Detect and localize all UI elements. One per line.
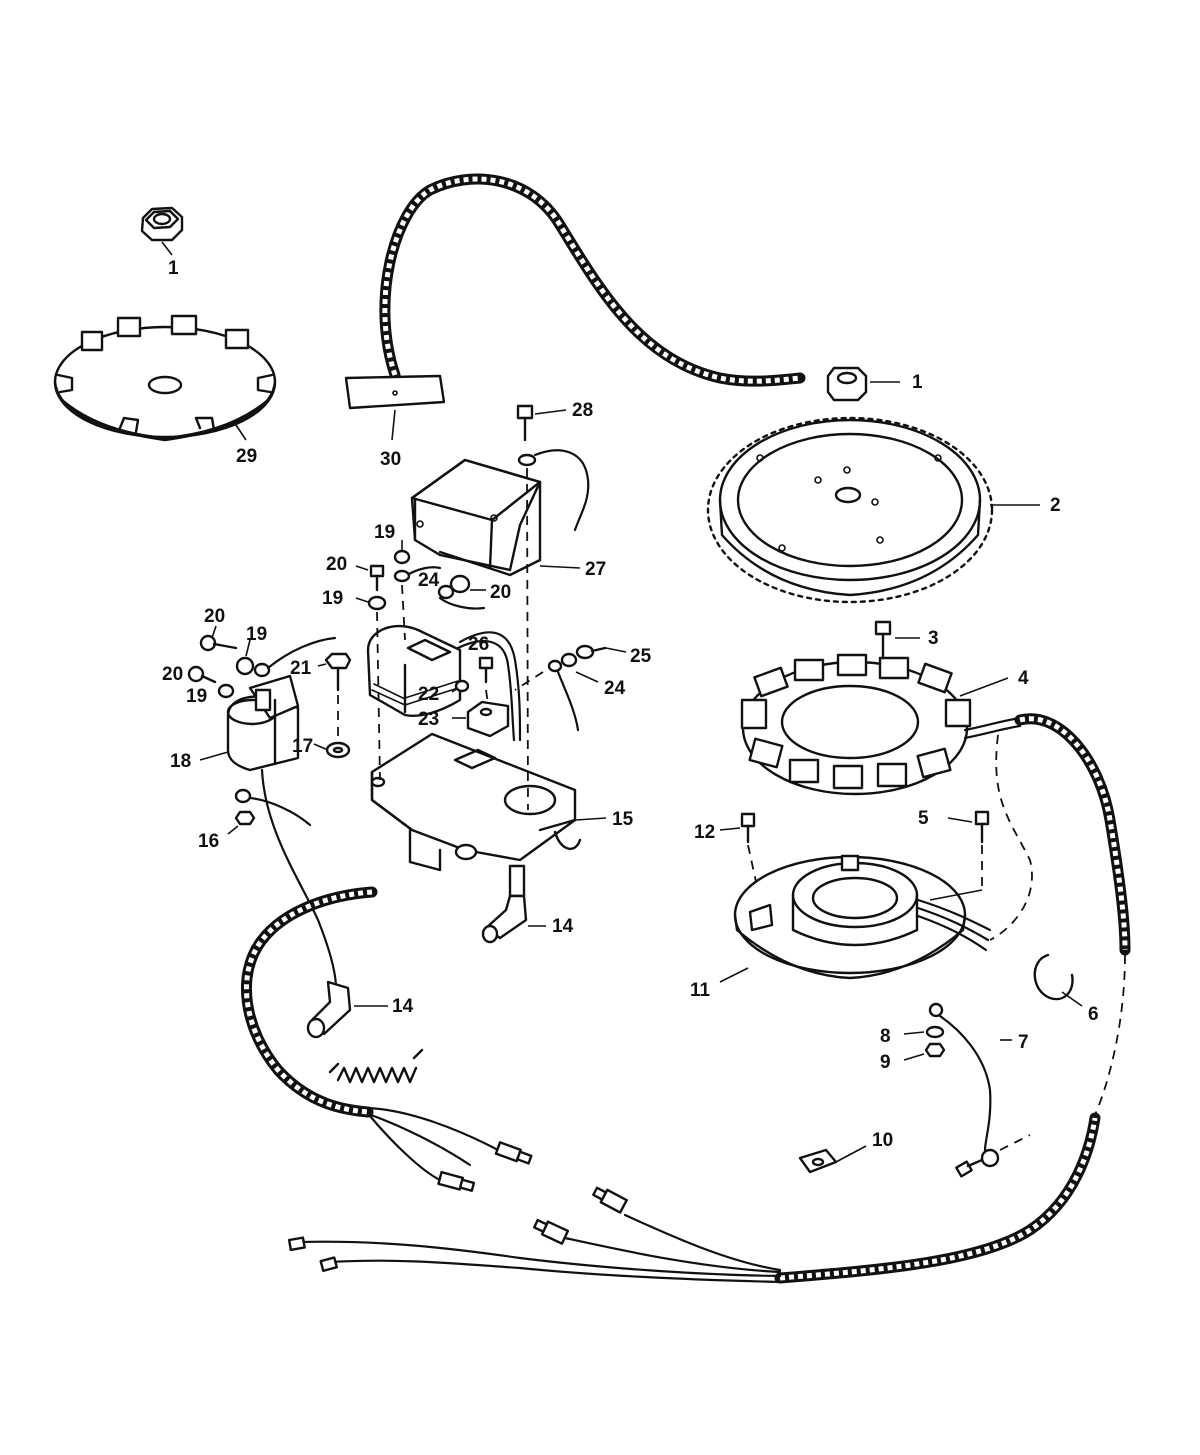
part-retaining-ring xyxy=(1033,953,1074,1001)
part-nut-16 xyxy=(234,788,312,827)
harness-top-loop xyxy=(379,173,806,387)
part-screw-25 xyxy=(575,644,607,660)
part-screw-3 xyxy=(874,620,892,658)
callout-20-left: 20 xyxy=(204,606,225,627)
callout-14-lower: 14 xyxy=(392,996,414,1017)
part-flywheel xyxy=(706,416,994,604)
callout-16: 16 xyxy=(198,831,219,852)
harness-main-bottom xyxy=(240,886,1101,1284)
callout-19-upper: 19 xyxy=(374,522,395,543)
part-nut-19a xyxy=(393,549,411,565)
callout-19-left: 19 xyxy=(246,624,267,645)
leader-lines xyxy=(161,241,1083,1163)
harness-right xyxy=(989,713,1131,1116)
callout-27: 27 xyxy=(585,559,606,580)
part-washer-24b xyxy=(547,652,580,732)
part-washer-24a xyxy=(393,566,442,583)
callout-12: 12 xyxy=(694,822,715,843)
callout-24-upper: 24 xyxy=(418,570,440,591)
callout-18: 18 xyxy=(170,751,191,772)
part-screw-22 xyxy=(454,656,494,693)
callout-30: 30 xyxy=(380,449,401,470)
callout-21: 21 xyxy=(290,658,312,679)
part-stator xyxy=(740,653,1022,796)
part-screw-lower-right xyxy=(955,1158,984,1178)
callout-24-right: 24 xyxy=(604,678,626,699)
part-nut-top-left xyxy=(140,206,184,242)
part-screw-28 xyxy=(516,404,590,532)
callout-9: 9 xyxy=(880,1052,891,1073)
part-spark-boot-lower xyxy=(260,768,352,1039)
callout-8: 8 xyxy=(880,1026,891,1047)
callout-20-upper: 20 xyxy=(326,554,347,575)
callout-labels: 1 1 2 3 4 5 6 7 8 9 10 11 12 14 14 15 16… xyxy=(162,258,1099,1151)
callout-11: 11 xyxy=(690,980,711,1001)
part-nut-19c xyxy=(235,636,337,678)
part-screw-12 xyxy=(740,812,761,901)
part-nut-9 xyxy=(924,1042,946,1058)
callout-3: 3 xyxy=(928,628,939,649)
part-ground-wire xyxy=(928,1002,1031,1168)
callout-6: 6 xyxy=(1088,1004,1099,1025)
callout-17: 17 xyxy=(292,736,313,757)
callout-5: 5 xyxy=(918,808,929,829)
callout-20-right: 20 xyxy=(490,582,511,603)
callout-23: 23 xyxy=(418,709,439,730)
part-mounting-bracket xyxy=(370,732,582,872)
part-flywheel-cover xyxy=(53,314,277,442)
callout-1-flywheel-nut: 1 xyxy=(912,372,923,393)
part-bolt-21 xyxy=(324,652,352,740)
part-power-pack xyxy=(366,624,522,742)
part-switch-box xyxy=(410,458,542,577)
callout-29: 29 xyxy=(236,446,257,467)
part-nut-19d xyxy=(217,683,235,699)
callout-20-lower-left: 20 xyxy=(162,664,183,685)
part-screw-20d xyxy=(187,665,217,684)
part-spark-boot-upper xyxy=(481,864,528,944)
part-nut-19b xyxy=(367,595,387,611)
part-ignition-coil xyxy=(226,674,300,772)
callout-26: 26 xyxy=(468,634,489,655)
callout-15: 15 xyxy=(612,809,634,830)
callout-7: 7 xyxy=(1018,1032,1029,1053)
part-screw-20a xyxy=(369,564,385,592)
callout-10: 10 xyxy=(872,1130,893,1151)
part-clamp xyxy=(798,1148,838,1174)
callout-1-top-left: 1 xyxy=(168,258,179,279)
part-washer-17 xyxy=(325,741,351,759)
part-identification-tag xyxy=(344,374,446,410)
part-screw-5 xyxy=(974,810,990,890)
callout-14-upper: 14 xyxy=(552,916,574,937)
callout-2: 2 xyxy=(1050,495,1061,516)
part-nut-20b xyxy=(437,574,486,610)
callout-19-middle: 19 xyxy=(322,588,343,609)
part-washer-8 xyxy=(925,1025,945,1039)
part-spring xyxy=(328,1048,424,1084)
callout-28: 28 xyxy=(572,400,593,421)
alignment-lines xyxy=(376,467,544,811)
callout-22: 22 xyxy=(418,684,439,705)
callout-4: 4 xyxy=(1018,668,1029,689)
part-flywheel-nut xyxy=(826,366,868,402)
callout-25: 25 xyxy=(630,646,652,667)
part-trigger-plate xyxy=(733,854,992,980)
connectors xyxy=(287,1141,628,1273)
part-terminal-block xyxy=(466,700,510,738)
callout-19-lower-left: 19 xyxy=(186,686,207,707)
part-screw-20c xyxy=(199,634,238,652)
